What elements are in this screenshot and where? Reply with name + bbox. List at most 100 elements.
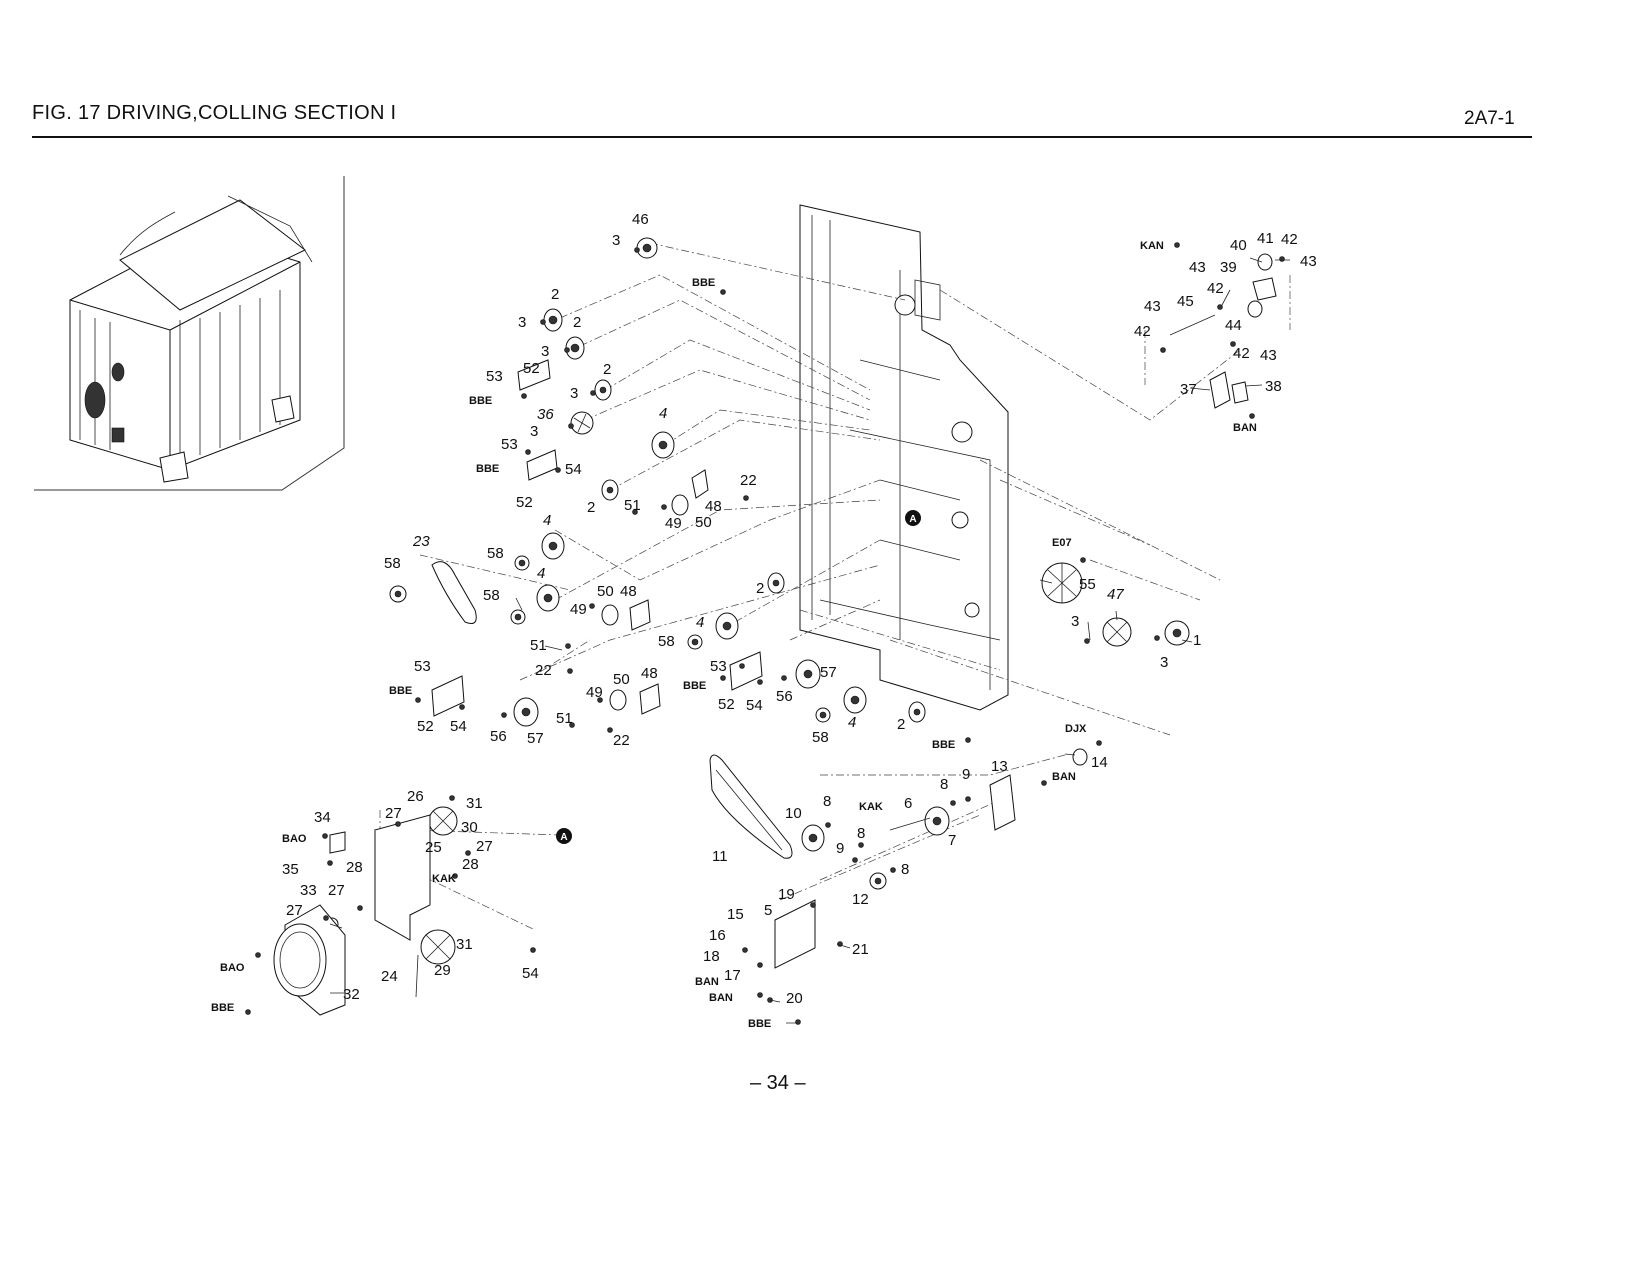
code-ban: BAN [709, 992, 733, 1004]
label-16: 16 [709, 927, 726, 944]
pulley-57b [513, 697, 539, 727]
label-13: 13 [991, 758, 1008, 775]
label-58: 58 [658, 633, 675, 650]
washer-58c [510, 609, 526, 625]
washer-58a [389, 585, 407, 603]
code-kak: KAK [859, 801, 883, 813]
label-32: 32 [343, 986, 360, 1003]
label-21: 21 [852, 941, 869, 958]
code-djx: DJX [1065, 723, 1087, 735]
label-4: 4 [848, 714, 856, 731]
gear-36 [570, 411, 594, 435]
label-42: 42 [1134, 323, 1151, 340]
code-bbe: BBE [476, 463, 499, 475]
label-28: 28 [462, 856, 479, 873]
label-31: 31 [466, 795, 483, 812]
label-54: 54 [522, 965, 539, 982]
label-56: 56 [490, 728, 507, 745]
header-rule [32, 136, 1532, 138]
bracket-34 [329, 831, 346, 854]
pulley-41 [1257, 253, 1273, 271]
bracket-52b [526, 449, 558, 481]
idler-50a [671, 494, 689, 516]
part-labels: 1 2 2 2 2 2 2 3 3 3 3 3 3 3 4 4 4 4 4 5 … [282, 211, 1317, 1007]
label-6: 6 [904, 795, 912, 812]
label-50: 50 [613, 671, 630, 688]
label-9: 9 [962, 766, 970, 783]
bearing-14 [1072, 748, 1088, 766]
label-39: 39 [1220, 259, 1237, 276]
label-2: 2 [587, 499, 595, 516]
label-3: 3 [530, 423, 538, 440]
label-50: 50 [597, 583, 614, 600]
label-58: 58 [483, 587, 500, 604]
label-2: 2 [551, 286, 559, 303]
bracket-52c [431, 675, 465, 717]
idler-50b [601, 604, 619, 626]
label-46: 46 [632, 211, 649, 228]
label-1: 1 [1193, 632, 1201, 649]
code-bbe: BBE [748, 1018, 771, 1030]
label-17: 17 [724, 967, 741, 984]
code-bao: BAO [220, 962, 245, 974]
code-bbe: BBE [469, 395, 492, 407]
label-52: 52 [516, 494, 533, 511]
label-33: 33 [300, 882, 317, 899]
label-8: 8 [901, 861, 909, 878]
label-52: 52 [417, 718, 434, 735]
label-47: 47 [1107, 586, 1124, 603]
label-51: 51 [624, 497, 641, 514]
label-43: 43 [1144, 298, 1161, 315]
label-26: 26 [407, 788, 424, 805]
label-2: 2 [603, 361, 611, 378]
reference-marker-a1: A [905, 510, 921, 526]
label-51: 51 [530, 637, 547, 654]
leader-lines [329, 257, 1290, 1024]
label-57: 57 [820, 664, 837, 681]
label-34: 34 [314, 809, 331, 826]
gear-1 [1164, 620, 1190, 646]
code-ban: BAN [695, 976, 719, 988]
screws [245, 242, 1285, 1025]
label-3: 3 [1160, 654, 1168, 671]
label-48: 48 [641, 665, 658, 682]
page-number: – 34 – [750, 1072, 806, 1094]
belt-11 [709, 754, 793, 859]
belt-23 [431, 561, 477, 624]
label-42: 42 [1281, 231, 1298, 248]
washer-58e [815, 707, 831, 723]
label-41: 41 [1257, 230, 1274, 247]
code-ban: BAN [1233, 422, 1257, 434]
bracket-40 [1252, 277, 1277, 301]
svg-text:A: A [909, 514, 916, 525]
label-58: 58 [384, 555, 401, 572]
bracket-24-top [374, 814, 431, 916]
label-38: 38 [1265, 378, 1282, 395]
pulley-2f [908, 701, 926, 723]
gear-47 [1102, 617, 1132, 647]
shaft-kak [889, 817, 931, 831]
label-43: 43 [1260, 347, 1277, 364]
label-9: 9 [836, 840, 844, 857]
bracket-48b [639, 683, 661, 715]
label-27: 27 [328, 882, 345, 899]
gear-4d [715, 612, 739, 640]
label-27: 27 [385, 805, 402, 822]
label-7: 7 [948, 832, 956, 849]
gear-55 [1041, 562, 1083, 604]
label-27: 27 [476, 838, 493, 855]
gear-4e [843, 686, 867, 714]
label-3: 3 [1071, 613, 1079, 630]
code-bbe: BBE [683, 680, 706, 692]
figure-title: FIG. 17 DRIVING,COLLING SECTION I [32, 102, 397, 124]
gear-46 [636, 237, 658, 259]
main-side-frame [799, 204, 1009, 711]
label-51: 51 [556, 710, 573, 727]
label-29: 29 [434, 962, 451, 979]
label-4: 4 [537, 565, 545, 582]
label-12: 12 [852, 891, 869, 908]
gear-4a [651, 431, 675, 459]
label-49: 49 [665, 515, 682, 532]
code-bbe: BBE [211, 1002, 234, 1014]
label-58: 58 [487, 545, 504, 562]
